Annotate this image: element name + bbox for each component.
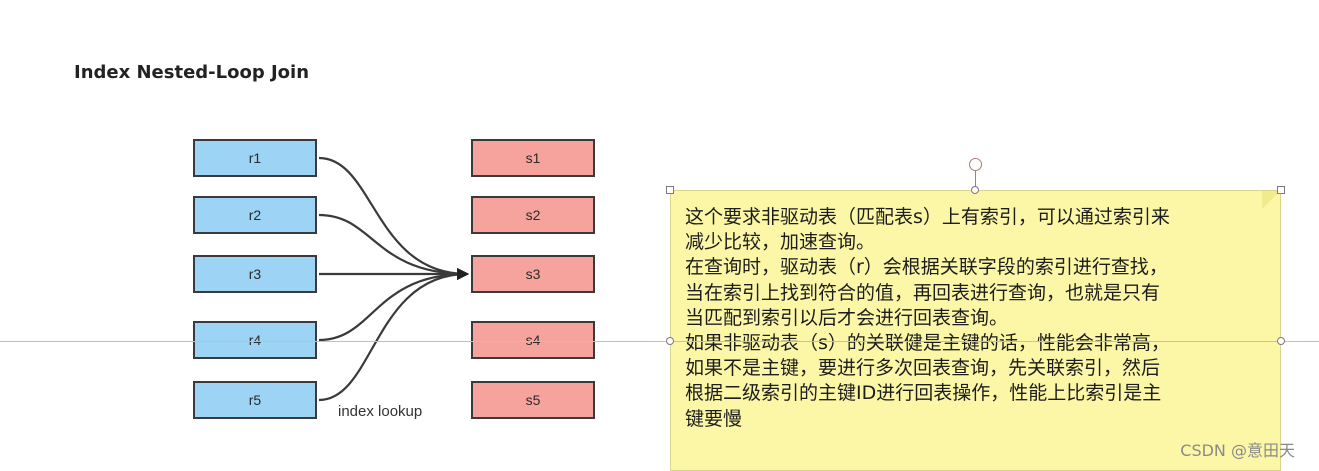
resize-handle-top[interactable] bbox=[971, 186, 979, 194]
driven-row-s2: s2 bbox=[471, 196, 595, 234]
driving-row-r2: r2 bbox=[193, 196, 317, 234]
rotation-handle-stem bbox=[975, 171, 976, 190]
note-line: 当匹配到索引以后才会进行回表查询。 bbox=[685, 306, 1009, 329]
explanation-note[interactable]: 这个要求非驱动表（匹配表s）上有索引，可以通过索引来减少比较，加速查询。在查询时… bbox=[670, 190, 1281, 471]
connector-r2-s3 bbox=[318, 213, 469, 280]
resize-handle-top-left[interactable] bbox=[666, 186, 674, 194]
rotate-handle[interactable] bbox=[969, 158, 982, 171]
connector-r4-s3 bbox=[318, 268, 469, 342]
connector-r5-s3 bbox=[318, 268, 469, 402]
note-line: 如果非驱动表（s）的关联健是主键的话，性能会非常高， bbox=[685, 332, 1170, 355]
driving-row-r1: r1 bbox=[193, 139, 317, 177]
driven-row-s5: s5 bbox=[471, 381, 595, 419]
note-line: 当在索引上找到符合的值，再回表进行查询，也就是只有 bbox=[685, 281, 1161, 304]
note-line: 键要慢 bbox=[685, 407, 743, 430]
alignment-guide-line bbox=[0, 341, 1319, 342]
driving-row-r4: r4 bbox=[193, 321, 317, 359]
driving-row-r5: r5 bbox=[193, 381, 317, 419]
driven-row-s4: s4 bbox=[471, 321, 595, 359]
resize-handle-top-right[interactable] bbox=[1277, 186, 1285, 194]
note-line: 减少比较，加速查询。 bbox=[685, 231, 876, 254]
note-text: 这个要求非驱动表（匹配表s）上有索引，可以通过索引来减少比较，加速查询。在查询时… bbox=[685, 205, 1260, 432]
note-line: 根据二级索引的主键ID进行回表操作，性能上比索引是主 bbox=[685, 382, 1162, 405]
csdn-watermark: CSDN @意田天 bbox=[1180, 441, 1295, 460]
connector-r1-s3 bbox=[318, 156, 469, 280]
resize-handle-right[interactable] bbox=[1277, 337, 1285, 345]
note-fold-corner bbox=[1262, 191, 1280, 209]
resize-handle-left[interactable] bbox=[666, 337, 674, 345]
driven-row-s3: s3 bbox=[471, 255, 595, 293]
index-lookup-label: index lookup bbox=[338, 403, 423, 420]
driving-row-r3: r3 bbox=[193, 255, 317, 293]
note-line: 这个要求非驱动表（匹配表s）上有索引，可以通过索引来 bbox=[685, 206, 1170, 228]
diagram-title: Index Nested-Loop Join bbox=[74, 62, 310, 83]
driven-row-s1: s1 bbox=[471, 139, 595, 177]
note-line: 在查询时，驱动表（r）会根据关联字段的索引进行查找， bbox=[685, 256, 1168, 279]
note-line: 如果不是主键，要进行多次回表查询，先关联索引，然后 bbox=[685, 357, 1161, 380]
